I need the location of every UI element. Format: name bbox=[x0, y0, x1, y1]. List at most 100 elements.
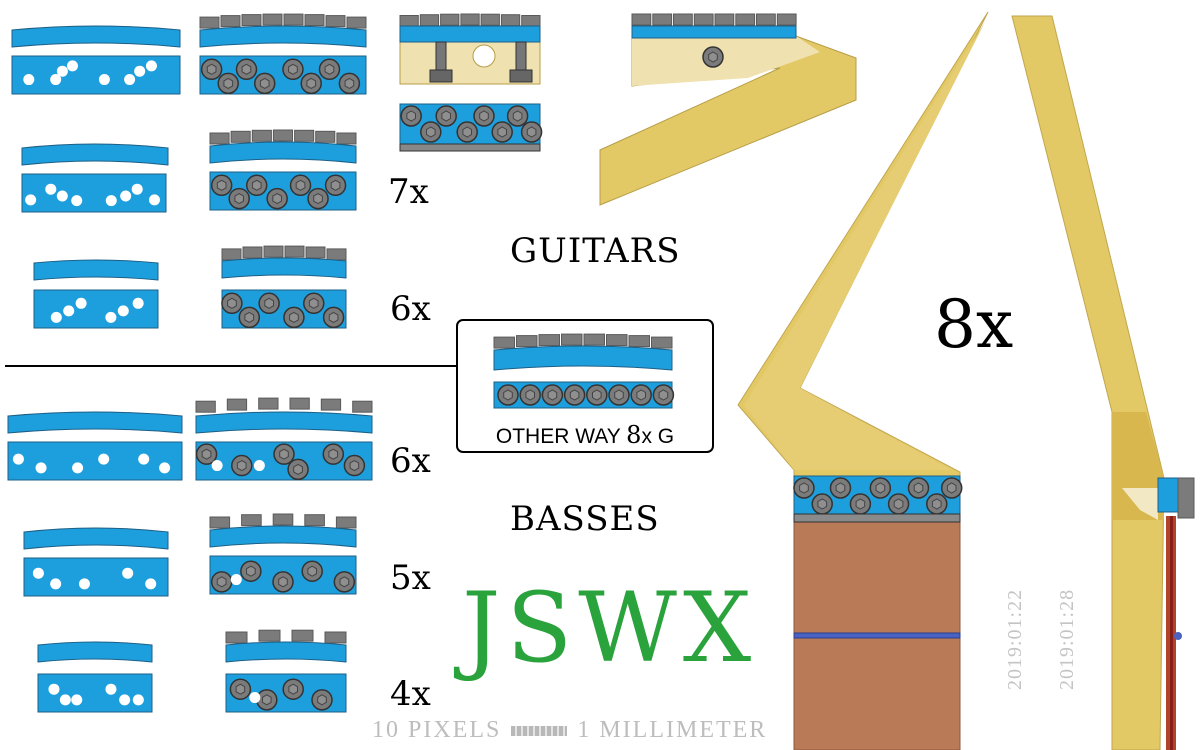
screw-hex bbox=[317, 694, 327, 706]
screw-hex bbox=[234, 193, 244, 205]
screw-hex bbox=[503, 389, 513, 401]
screw-hex bbox=[344, 77, 355, 89]
screw-hex bbox=[288, 683, 298, 695]
saddle-tile bbox=[209, 516, 231, 529]
saddle-tile bbox=[336, 132, 357, 145]
saddle-tile bbox=[325, 15, 346, 28]
screw-hex bbox=[708, 51, 718, 63]
screw-hex bbox=[946, 482, 957, 494]
bass-6-multiplier: 6x bbox=[390, 441, 431, 481]
saddle-tile bbox=[241, 514, 262, 527]
saddle-tile bbox=[776, 13, 797, 26]
string-hole bbox=[32, 567, 44, 579]
saddle-top-g7 bbox=[21, 143, 169, 166]
saddle-tile bbox=[714, 13, 735, 26]
screw-hex bbox=[614, 389, 624, 401]
screw-hex bbox=[236, 460, 247, 472]
screw-hex bbox=[349, 460, 360, 472]
screw-hex bbox=[330, 179, 341, 191]
string-hole bbox=[48, 683, 60, 695]
saddle-tile bbox=[320, 398, 342, 411]
string-hole bbox=[145, 578, 157, 590]
screw-hex bbox=[216, 576, 227, 588]
saddle-tile bbox=[221, 248, 242, 261]
saddle-tile bbox=[195, 400, 216, 413]
saddle-tile bbox=[735, 13, 756, 26]
screw-hex bbox=[308, 297, 319, 309]
screw-hex bbox=[288, 63, 298, 75]
string-hole bbox=[59, 694, 71, 706]
saddle-tile bbox=[493, 336, 515, 349]
string-hole bbox=[12, 453, 24, 465]
saddle-tile bbox=[335, 516, 357, 529]
large-fretboard bbox=[793, 519, 961, 750]
right-nut-grey bbox=[1177, 477, 1195, 519]
bolt-right-head bbox=[509, 69, 533, 83]
screw-hex bbox=[799, 482, 809, 494]
saddle-tile bbox=[561, 333, 583, 346]
screw-hex bbox=[462, 126, 472, 138]
saddle-top-g8 bbox=[11, 25, 181, 48]
saddle-tile bbox=[500, 14, 521, 27]
screw-hex bbox=[289, 311, 299, 323]
saddle-top-g6 bbox=[33, 259, 159, 281]
saddle-tile bbox=[346, 16, 367, 29]
string-hole bbox=[98, 453, 110, 465]
screw-hex bbox=[817, 498, 828, 510]
saddle-tile bbox=[220, 15, 241, 28]
saddle-tile bbox=[258, 397, 279, 410]
saddle-tile bbox=[262, 13, 283, 26]
saddle-tile bbox=[315, 130, 336, 143]
saddle-top-b6-screws bbox=[195, 411, 373, 434]
saddle-tile bbox=[242, 246, 263, 259]
saddle-tile bbox=[272, 129, 293, 142]
saddle-block-b6 bbox=[7, 441, 183, 481]
screw-hex bbox=[525, 389, 535, 401]
saddle-tile bbox=[419, 14, 440, 27]
bass-5-multiplier: 5x bbox=[390, 558, 431, 598]
screw-hex bbox=[913, 482, 924, 494]
bridge-top-blue bbox=[399, 25, 541, 43]
screw-hex bbox=[658, 389, 669, 401]
saddle-top-g8-screws bbox=[199, 25, 367, 48]
string-hole bbox=[35, 462, 47, 474]
string-hole bbox=[71, 694, 83, 706]
string-hole bbox=[148, 194, 160, 206]
small-headstock-highlight bbox=[632, 36, 820, 86]
nut-base bbox=[399, 143, 541, 152]
wood-shapes bbox=[599, 11, 1176, 750]
string-hole bbox=[75, 297, 87, 309]
screw-hex bbox=[306, 77, 317, 89]
saddle-tile bbox=[652, 13, 673, 26]
string-hole bbox=[120, 190, 132, 202]
saddle-tile bbox=[440, 13, 460, 26]
string-hole bbox=[98, 74, 110, 86]
screw-hex bbox=[328, 448, 339, 460]
bridge-hole bbox=[472, 44, 496, 68]
date-stamp-1: 2019:01:22 bbox=[1004, 588, 1026, 690]
saddle-top-b4-screws bbox=[225, 641, 347, 663]
basses-heading: BASSES bbox=[510, 499, 660, 539]
string-hole bbox=[253, 460, 265, 472]
saddle-block-g6 bbox=[33, 289, 159, 329]
saddle-tile bbox=[628, 335, 650, 348]
screw-hex bbox=[931, 498, 942, 510]
large-nut-base bbox=[793, 513, 961, 523]
big-multiplier: 8x bbox=[934, 286, 1014, 363]
screw-hex bbox=[295, 179, 306, 191]
fret-wire bbox=[793, 632, 961, 639]
string-hole bbox=[211, 460, 223, 472]
screw-hex bbox=[227, 297, 237, 309]
screw-hex bbox=[569, 389, 580, 401]
screw-hex bbox=[512, 110, 523, 122]
screw-hex bbox=[307, 565, 317, 577]
string-hole bbox=[50, 74, 62, 86]
string-hole bbox=[66, 60, 78, 72]
left-neck-inner bbox=[744, 22, 985, 470]
saddle-tile bbox=[289, 397, 310, 410]
screw-hex bbox=[497, 126, 507, 138]
string-hole bbox=[56, 190, 68, 202]
screw-hex bbox=[547, 389, 558, 401]
screw-hex bbox=[526, 126, 537, 138]
